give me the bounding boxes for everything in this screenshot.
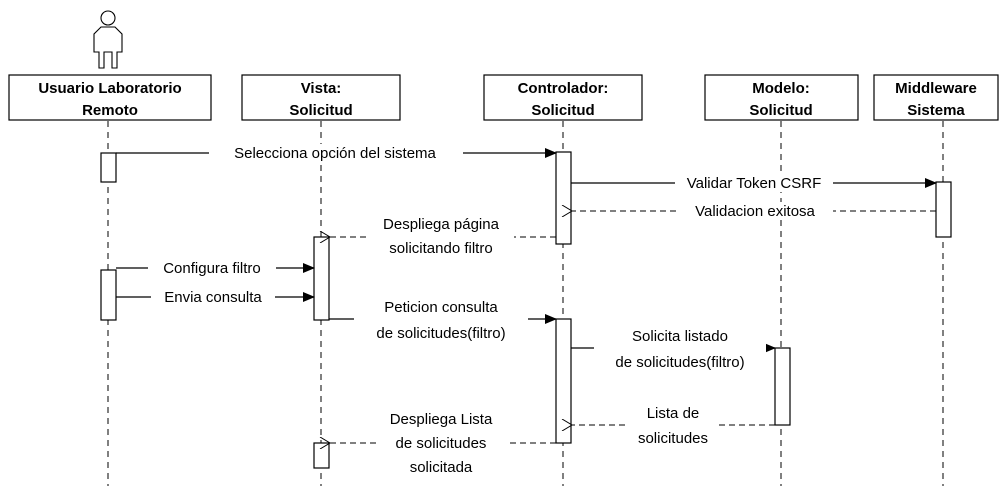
activation-middleware-1 (935, 181, 952, 238)
activation-controlador-2 (555, 318, 572, 444)
message-despliega-pagina-line2: solicitando filtro (389, 240, 492, 257)
message-selecciona-opcion-label: Selecciona opción del sistema (234, 145, 436, 162)
message-solicita-listado-line2: de solicitudes(filtro) (615, 354, 744, 371)
message-solicita-listado: Solicita listado de solicitudes(filtro) (571, 324, 776, 374)
participant-middleware-line2: Sistema (907, 102, 965, 119)
participant-vista-line1: Vista: (301, 80, 342, 97)
message-despliega-lista-line3: solicitada (410, 459, 473, 476)
participant-modelo: Modelo: Solicitud (704, 74, 859, 121)
participant-controlador: Controlador: Solicitud (483, 74, 643, 121)
message-configura-filtro-label: Configura filtro (163, 260, 261, 277)
message-lista-solicitudes: Lista de solicitudes (572, 402, 775, 450)
participant-usuario: Usuario Laboratorio Remoto (8, 74, 212, 121)
actor-icon (93, 10, 123, 69)
message-peticion-consulta-line2: de solicitudes(filtro) (376, 325, 505, 342)
participant-vista: Vista: Solicitud (241, 74, 401, 121)
participant-usuario-line1: Usuario Laboratorio (38, 80, 181, 97)
activation-usuario-2 (100, 269, 117, 321)
participant-usuario-line2: Remoto (82, 102, 138, 119)
message-despliega-pagina-line1: Despliega página (383, 216, 500, 233)
message-lista-solicitudes-line2: solicitudes (638, 430, 708, 447)
message-validacion-exitosa-label: Validacion exitosa (695, 203, 815, 220)
message-validacion-exitosa: Validacion exitosa (572, 202, 936, 220)
activation-usuario-1 (100, 152, 117, 183)
message-despliega-lista-line2: de solicitudes (396, 435, 487, 452)
participant-controlador-line2: Solicitud (531, 102, 594, 119)
message-despliega-lista: Despliega Lista de solicitudes solicitad… (330, 408, 556, 480)
participant-modelo-line2: Solicitud (749, 102, 812, 119)
message-selecciona-opcion: Selecciona opción del sistema (116, 144, 557, 162)
participant-modelo-line1: Modelo: (752, 80, 810, 97)
activation-vista-2 (313, 442, 330, 469)
message-peticion-consulta-line1: Peticion consulta (384, 299, 498, 316)
message-validar-token-label: Validar Token CSRF (687, 175, 822, 192)
message-despliega-lista-line1: Despliega Lista (390, 411, 493, 428)
activation-modelo-1 (774, 347, 791, 426)
participant-controlador-line1: Controlador: (518, 80, 609, 97)
message-despliega-pagina: Despliega página solicitando filtro (330, 214, 556, 257)
message-validar-token: Validar Token CSRF (571, 174, 937, 192)
activation-vista-1 (313, 236, 330, 321)
activation-controlador-1 (555, 151, 572, 245)
message-peticion-consulta: Peticion consulta de solicitudes(filtro) (329, 294, 557, 342)
message-configura-filtro: Configura filtro (116, 259, 315, 277)
participant-middleware: Middleware Sistema (873, 74, 999, 121)
message-lista-solicitudes-line1: Lista de (647, 405, 700, 422)
participant-vista-line2: Solicitud (289, 102, 352, 119)
message-envia-consulta: Envia consulta (116, 288, 315, 306)
participant-middleware-line1: Middleware (895, 80, 977, 97)
message-envia-consulta-label: Envia consulta (164, 289, 262, 306)
message-solicita-listado-line1: Solicita listado (632, 328, 728, 345)
